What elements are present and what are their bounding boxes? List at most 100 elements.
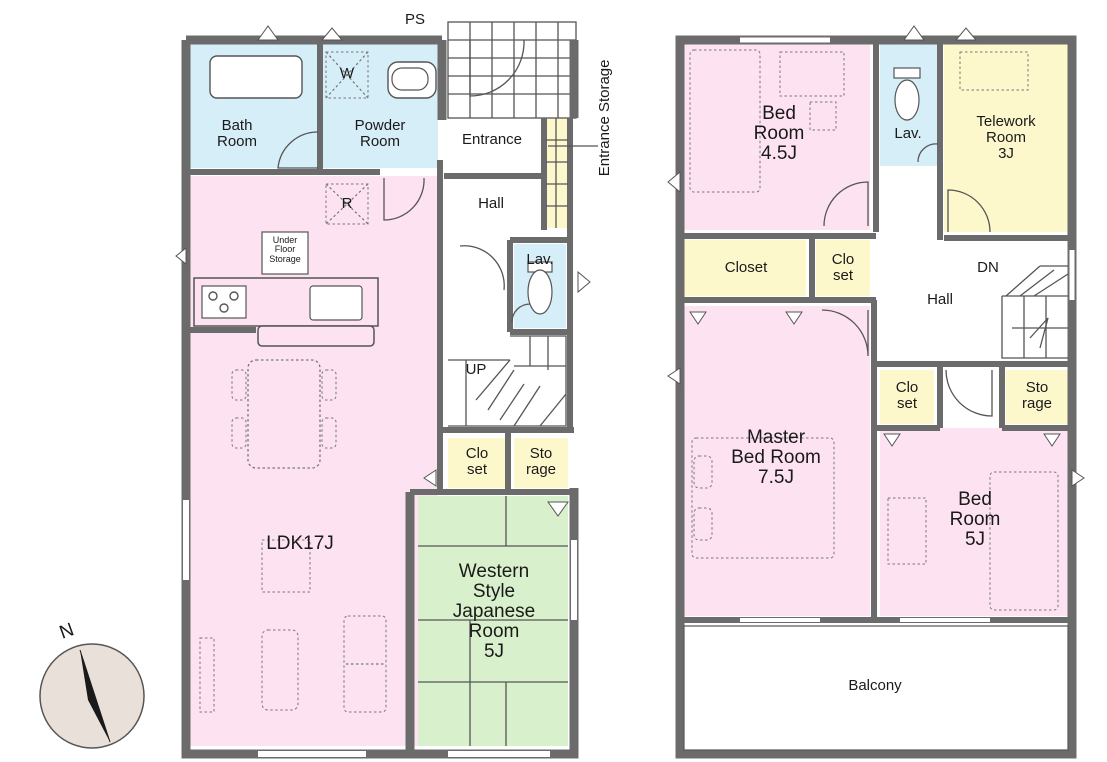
lav2-door-swing — [917, 143, 939, 163]
bed-a — [689, 49, 761, 193]
chair-a — [809, 101, 837, 131]
entrance-storage-shelves — [546, 118, 598, 228]
nightstand-2 — [693, 507, 713, 541]
desk-b — [887, 497, 927, 565]
bed-b — [989, 471, 1059, 611]
telework-room-label: Telework Room 3J — [976, 113, 1036, 162]
under-floor-storage-label: Under Floor Storage — [269, 235, 301, 264]
floor1-outer-wall — [181, 35, 579, 759]
vent-mark — [954, 27, 978, 41]
vent-mark — [257, 25, 279, 41]
storage-1-fill — [514, 438, 568, 488]
sink — [309, 285, 363, 321]
stairs-floor2 — [1001, 265, 1069, 359]
desk-telework — [959, 51, 1029, 91]
bath-door-swing — [277, 131, 319, 169]
entrance-storage-label: Entrance Storage — [596, 59, 614, 177]
entrance-door-swing — [469, 39, 525, 97]
japanese-room-label: Western Style Japanese Room 5J — [452, 561, 536, 662]
wash-basin — [387, 61, 437, 99]
compass-needle-light — [79, 649, 111, 743]
bed-master — [691, 437, 835, 559]
fridge-label: R — [341, 195, 353, 212]
bath-room-label: Bath Room — [216, 117, 257, 150]
floor1-windows — [183, 500, 577, 757]
fridge-box — [325, 183, 369, 225]
telework-fill — [944, 44, 1068, 232]
nightstand-1 — [693, 455, 713, 489]
hall-label-1: Hall — [478, 195, 504, 212]
closet-b-label: Clo set — [895, 379, 919, 412]
toilet2-tank — [893, 67, 921, 79]
burner — [219, 303, 229, 313]
balcony-area — [683, 625, 1069, 751]
entrance-label: Entrance — [452, 132, 532, 148]
floor-2 — [667, 25, 1085, 759]
floor2-windows — [740, 37, 1075, 622]
floor-1 — [175, 21, 598, 759]
up-label: UP — [465, 361, 487, 378]
bathtub — [209, 55, 303, 99]
vent-mark — [1071, 469, 1085, 487]
tv-board — [199, 637, 215, 713]
closet-large-label: Closet — [724, 259, 768, 276]
ldk-label: LDK17J — [266, 533, 334, 554]
bedroom-b-door-swing — [945, 369, 993, 417]
bed-room-b-label: Bed Room 5J — [949, 489, 1001, 550]
stairs-floor1 — [448, 335, 567, 427]
dn-label: DN — [977, 259, 999, 276]
toilet-bowl — [527, 269, 553, 315]
vent-mark — [903, 25, 925, 41]
bed-room-a-fill — [684, 44, 870, 230]
bedroom-a-door-swing — [823, 181, 869, 227]
burner — [229, 291, 239, 301]
storage-label-1: Sto rage — [525, 445, 557, 478]
vent-mark — [883, 433, 901, 447]
vent-mark — [1043, 433, 1061, 447]
bed-room-a-label: Bed Room 4.5J — [753, 103, 805, 164]
telework-door-swing — [947, 189, 991, 233]
lav-door-swing — [511, 303, 531, 323]
dining-table — [247, 359, 321, 469]
wash-basin-bowl — [391, 67, 429, 91]
vent-mark — [667, 170, 681, 194]
ottoman — [261, 629, 299, 711]
vent-mark — [320, 27, 344, 41]
compass — [39, 643, 145, 749]
stove — [201, 285, 247, 319]
sofa — [343, 615, 387, 713]
vent-mark — [785, 311, 803, 325]
storage-2-fill — [1006, 370, 1068, 424]
balcony-label: Balcony — [848, 677, 902, 694]
lav-label-2: Lav. — [894, 125, 922, 142]
bed-room-b-fill — [880, 428, 1068, 616]
powder-room-label: Powder Room — [354, 117, 406, 150]
master-bed-fill — [684, 306, 870, 616]
entrance-tiles — [447, 21, 577, 119]
kitchen-island-lip — [257, 325, 375, 347]
burner — [208, 291, 218, 301]
washer-cross — [325, 51, 369, 99]
closet-large-fill — [684, 240, 806, 296]
vent-mark — [547, 501, 569, 517]
toilet2-bowl — [894, 79, 920, 121]
under-floor-storage-box — [261, 231, 309, 275]
closet-label-1: Clo set — [465, 445, 489, 478]
entrance-storage-fill — [546, 118, 568, 228]
closet-small-label: Clo set — [831, 251, 855, 284]
hall-door-swing — [459, 245, 505, 291]
closet-b-fill — [880, 370, 934, 424]
vent-mark — [423, 469, 437, 487]
hall-label-2: Hall — [927, 291, 953, 308]
closet-1-fill — [448, 438, 506, 488]
lav-label-1: Lav. — [526, 251, 554, 268]
master-bed-room-label: Master Bed Room 7.5J — [731, 427, 821, 488]
vent-mark — [689, 311, 707, 325]
desk-a — [779, 51, 845, 97]
master-door-swing — [821, 309, 869, 357]
japanese-room-fill — [418, 496, 568, 746]
vent-mark — [577, 270, 591, 294]
storage-label-2: Sto rage — [1021, 379, 1053, 412]
floor1-interior-walls — [186, 40, 574, 495]
